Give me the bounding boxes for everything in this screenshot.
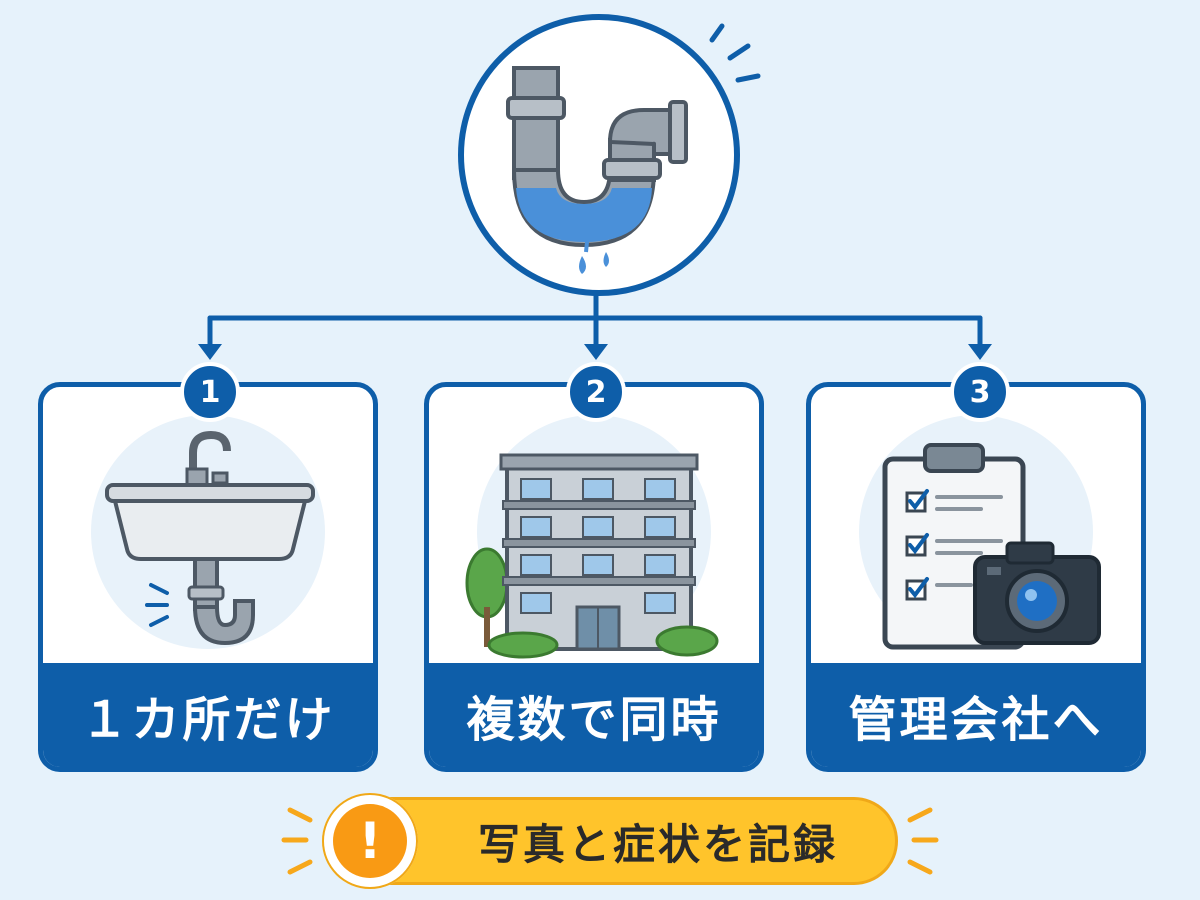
step-label-1: １カ所だけ xyxy=(43,663,373,767)
sink-icon xyxy=(105,430,315,646)
apartment-building-icon xyxy=(465,453,719,659)
banner-text: 写真と症状を記録 xyxy=(477,819,838,869)
step-card-2: 複数で同時 xyxy=(424,382,764,772)
arrow-down-icon xyxy=(584,344,608,360)
step-label-3: 管理会社へ xyxy=(811,663,1141,767)
arrow-down-icon xyxy=(198,344,222,360)
record-banner xyxy=(322,797,898,885)
clipboard-camera-icon xyxy=(882,443,1101,650)
emphasis-lines-icon xyxy=(709,23,761,83)
leaking-pipe-icon xyxy=(506,66,688,274)
banner-emphasis-icon xyxy=(281,807,939,875)
step-label-2: 複数で同時 xyxy=(429,663,759,767)
exclamation-icon: ! xyxy=(333,804,407,878)
step-badge-1: 1 xyxy=(180,362,240,422)
step-card-1: １カ所だけ xyxy=(38,382,378,772)
arrow-down-icon xyxy=(968,344,992,360)
step-badge-2: 2 xyxy=(566,362,626,422)
top-pipe-circle xyxy=(458,14,740,296)
step-card-3: 管理会社へ xyxy=(806,382,1146,772)
step-badge-3: 3 xyxy=(950,362,1010,422)
